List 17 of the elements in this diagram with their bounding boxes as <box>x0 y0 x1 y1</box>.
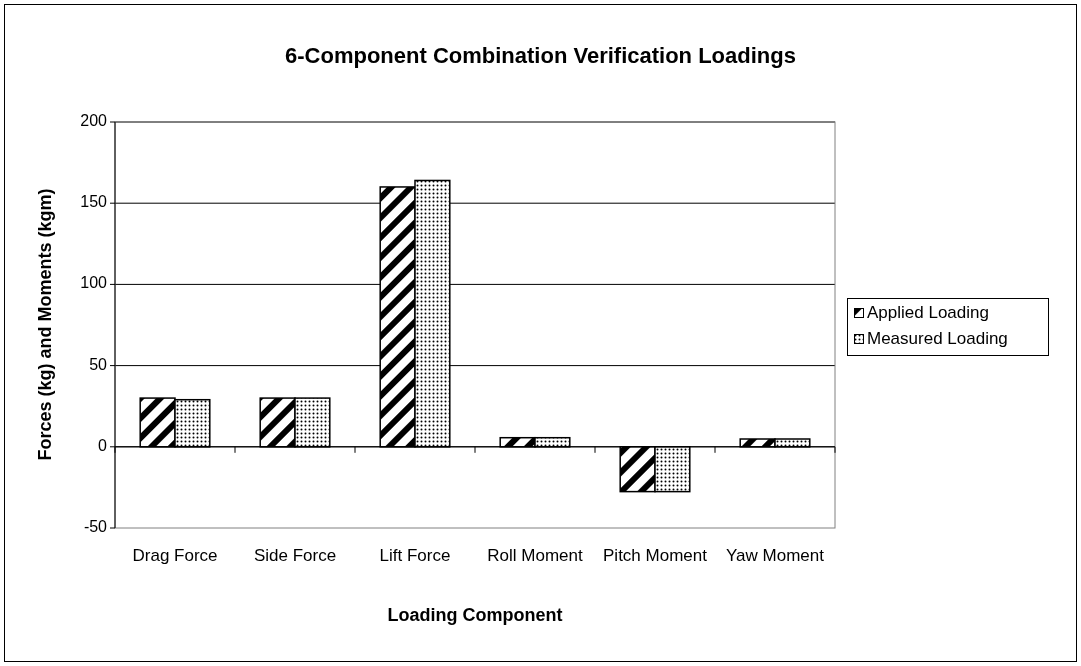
tick-label: 50 <box>89 355 107 374</box>
tick-label: 200 <box>80 112 107 130</box>
legend-label: Measured Loading <box>867 329 1008 349</box>
category-label: Yaw Moment <box>725 545 825 567</box>
axis-title: Forces (kg) and Moments (kgm) <box>34 187 56 463</box>
category-label: Side Force <box>252 545 338 567</box>
tick-label: 100 <box>80 274 107 293</box>
category-label: Roll Moment <box>486 545 584 567</box>
tick-label: 0 <box>98 436 107 455</box>
chart-title: 6-Component Combination Verification Loadings <box>284 43 797 69</box>
category-label: Lift Force <box>378 545 452 567</box>
axis-title: Loading Component <box>386 605 564 626</box>
tick-label: 150 <box>80 193 107 212</box>
category-label: Drag Force <box>131 545 219 567</box>
category-label: Pitch Moment <box>602 545 708 567</box>
tick-label: -50 <box>83 518 107 536</box>
legend-label: Applied Loading <box>867 303 989 323</box>
